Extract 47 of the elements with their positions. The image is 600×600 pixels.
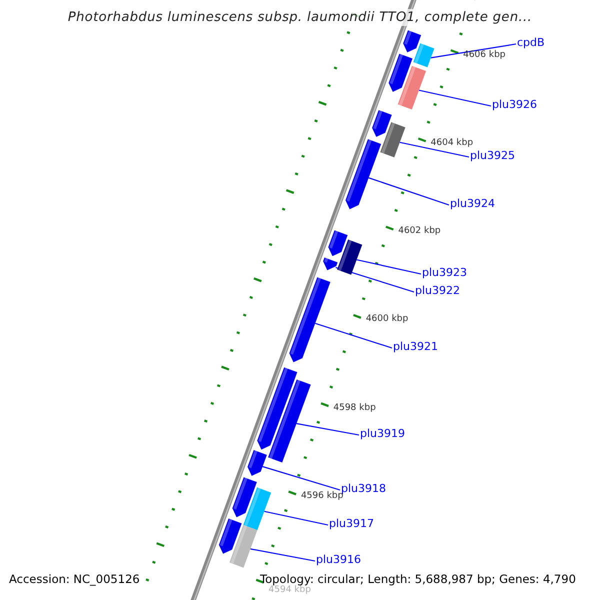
gene-label: plu3924 <box>450 197 496 211</box>
gene-feature <box>218 518 242 554</box>
leader-line <box>315 322 392 349</box>
scale-label: 4598 kbp <box>333 402 376 413</box>
gene-feature <box>337 240 362 275</box>
gene-feature <box>323 258 338 270</box>
gene-label: plu3918 <box>341 482 386 496</box>
gene-feature <box>268 379 311 463</box>
gene-label: plu3926 <box>492 98 538 112</box>
gene-label: plu3916 <box>316 553 362 567</box>
gene-feature <box>403 30 422 52</box>
gene-feature <box>372 110 392 137</box>
leader-line <box>262 466 340 491</box>
gene-feature <box>257 367 298 450</box>
gene-feature <box>229 525 258 568</box>
leader-line <box>368 177 450 206</box>
scale-label: 4596 kbp <box>300 491 344 501</box>
gene-label: plu3925 <box>470 149 516 163</box>
gene-feature <box>380 122 406 158</box>
gene-label: plu3921 <box>393 340 438 354</box>
footer-text: Topology: circular; Length: 5,688,987 bp; Genes: 4,790 <box>260 572 576 586</box>
gene-label: plu3923 <box>422 266 468 280</box>
gene-feature <box>388 54 412 92</box>
gene-feature <box>232 477 257 518</box>
footer-text: Accession: NC_005126 <box>9 572 140 586</box>
gene-label: cpdB <box>517 36 545 50</box>
leader-line <box>296 423 360 436</box>
gene-feature <box>413 43 434 68</box>
leader-line <box>356 259 422 275</box>
leader-line <box>430 43 516 58</box>
gene-feature <box>398 66 426 110</box>
gene-label: plu3919 <box>360 427 406 441</box>
gene-feature <box>289 277 330 362</box>
scale-label: 4606 kbp <box>463 50 506 60</box>
gene-feature <box>346 139 382 210</box>
leader-line <box>264 510 328 526</box>
gene-feature <box>248 450 267 476</box>
leader-line <box>250 548 316 562</box>
gene-label: plu3922 <box>415 284 460 298</box>
leader-line <box>418 90 492 107</box>
leader-line <box>400 142 470 158</box>
scale-label: 4594 kbp <box>268 585 311 596</box>
scale-label: 4600 kbp <box>366 314 408 324</box>
gene-label: plu3917 <box>329 517 374 531</box>
gene-feature <box>243 487 272 530</box>
scale-label: 4604 kbp <box>430 138 474 148</box>
scale-label: 4602 kbp <box>398 226 441 236</box>
